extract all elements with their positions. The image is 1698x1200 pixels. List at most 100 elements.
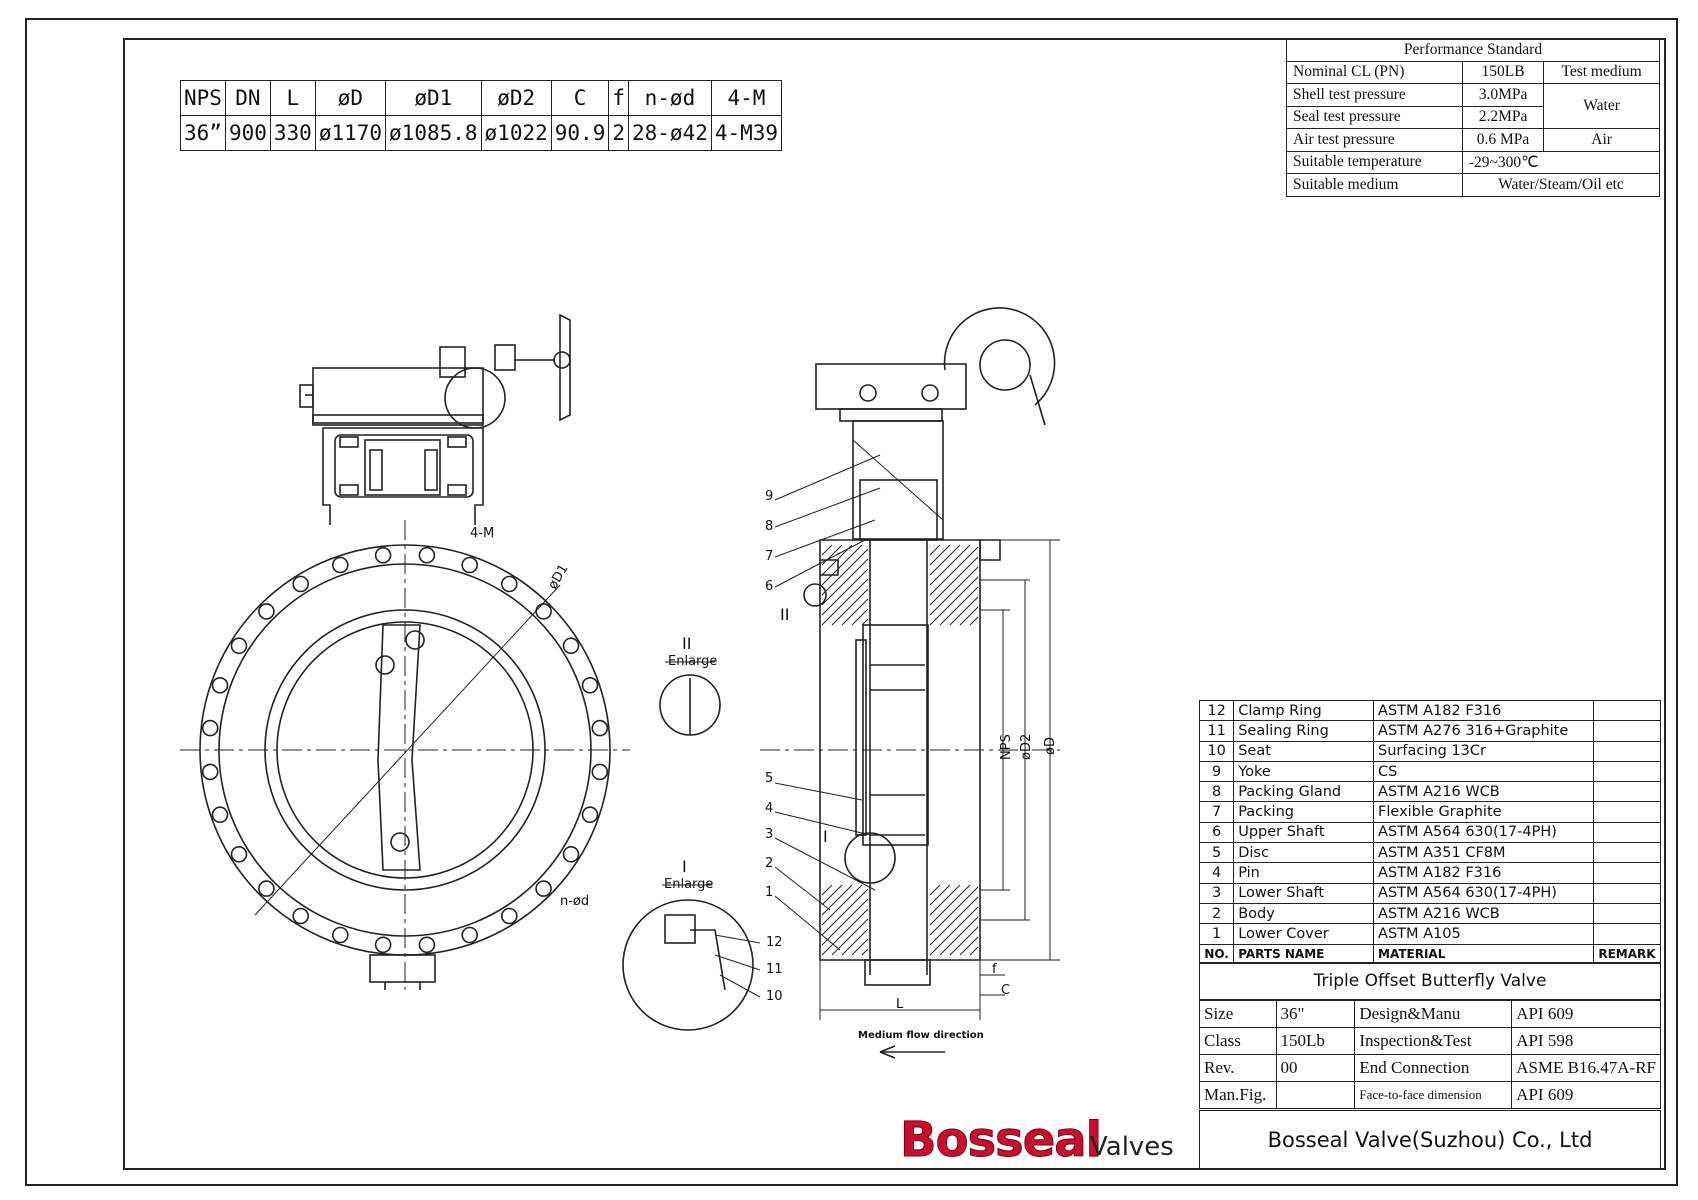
bolt-hole	[331, 926, 349, 944]
info-value: API 609	[1511, 1000, 1661, 1028]
parts-name: Clamp Ring	[1233, 699, 1375, 722]
bolt-hole	[230, 637, 248, 655]
mark-ii: II	[780, 605, 789, 624]
bolt-hole	[535, 880, 552, 897]
info-value: 36"	[1275, 1000, 1356, 1028]
bolt-hole	[562, 637, 580, 655]
bolt-hole	[591, 719, 609, 737]
performance-row: Suitable temperature -29~300℃	[1286, 150, 1661, 174]
performance-label: Suitable temperature	[1286, 150, 1463, 174]
bolt-hole	[211, 676, 229, 694]
dim-value-cell: ø1085.8	[385, 115, 482, 151]
info-label: Inspection&Test	[1354, 1027, 1513, 1055]
performance-table: Performance Standard Nominal CL (PN) 150…	[1286, 38, 1661, 197]
info-label: Rev.	[1199, 1054, 1277, 1082]
callout-1: 1	[765, 885, 773, 900]
callout-8: 8	[765, 519, 773, 534]
enlarge-detail-ii	[659, 661, 721, 736]
dim-header-cell: NPS	[180, 80, 226, 116]
label-nd: n-ød	[560, 894, 589, 909]
parts-header-row: NO. PARTS NAME MATERIAL REMARK	[1198, 943, 1661, 964]
performance-value: 2.2MPa	[1461, 105, 1545, 129]
callout-2: 2	[765, 856, 773, 871]
parts-name: Sealing Ring	[1233, 720, 1375, 742]
performance-label: Seal test pressure	[1286, 105, 1463, 129]
bolt-hole	[201, 719, 219, 737]
parts-material: ASTM A216 WCB	[1373, 781, 1595, 803]
bolt-hole	[374, 936, 392, 954]
info-label: Face-to-face dimension	[1354, 1081, 1513, 1109]
callout-4: 4	[765, 801, 773, 816]
dim-header-cell: n-ød	[628, 80, 712, 116]
info-value-empty	[1275, 1081, 1356, 1109]
performance-value: -29~300℃	[1461, 150, 1661, 174]
bolt-hole	[535, 603, 552, 620]
bolt-hole	[292, 575, 310, 593]
parts-material: Surfacing 13Cr	[1373, 740, 1595, 762]
performance-label: Nominal CL (PN)	[1286, 60, 1463, 84]
dim-header-cell: DN	[224, 80, 271, 116]
front-view	[180, 313, 630, 990]
enlarge-ii-label: Enlarge	[668, 654, 717, 669]
info-label: Size	[1199, 1000, 1277, 1028]
flow-direction-label: Medium flow direction	[858, 1030, 984, 1041]
parts-remark	[1593, 923, 1661, 945]
bolt-holes	[201, 546, 609, 954]
parts-no: 6	[1198, 821, 1235, 844]
callout-3: 3	[765, 827, 773, 842]
bolt-hole	[331, 556, 349, 574]
side-section-view	[760, 307, 1060, 1059]
dim-value-cell: 4-M39	[710, 115, 783, 151]
callout-12: 12	[766, 935, 783, 950]
performance-row: Shell test pressure 3.0MPa Water	[1286, 83, 1660, 129]
dim-l: L	[896, 997, 904, 1012]
dim-value-cell: ø1022	[480, 115, 552, 151]
bolt-hole	[201, 763, 219, 781]
dim-value-cell: 90.9	[550, 115, 610, 151]
bolt-hole	[562, 845, 580, 863]
dim-value-cell: 900	[224, 115, 271, 151]
dim-d: øD	[1043, 737, 1058, 755]
info-label: Design&Manu	[1354, 1000, 1513, 1028]
parts-header-material: MATERIAL	[1373, 943, 1595, 964]
bolt-hole	[581, 676, 599, 694]
performance-row: Seal test pressure 2.2MPa	[1286, 105, 1660, 129]
parts-material: ASTM A564 630(17-4PH)	[1373, 821, 1595, 844]
info-label: Man.Fig.	[1199, 1081, 1277, 1109]
dim-value-cell: 36”	[180, 115, 226, 151]
callout-7: 7	[765, 549, 773, 564]
parts-name: Lower Shaft	[1233, 882, 1375, 904]
performance-value: 0.6 MPa	[1461, 128, 1545, 152]
parts-name: Lower Cover	[1233, 923, 1375, 945]
parts-name: Pin	[1233, 862, 1375, 884]
bolt-hole	[461, 926, 479, 944]
parts-material: ASTM A105	[1373, 923, 1595, 945]
label-4m: 4-M	[470, 526, 494, 541]
mark-i: I	[823, 827, 828, 846]
dim-header-cell: øD1	[385, 80, 482, 116]
bolt-hole	[500, 575, 518, 593]
performance-row: Air test pressure 0.6 MPa Air	[1286, 128, 1660, 152]
parts-material: ASTM A351 CF8M	[1373, 842, 1595, 864]
performance-extra: Air	[1543, 128, 1660, 152]
parts-no: 12	[1198, 699, 1235, 722]
parts-no: 7	[1198, 801, 1235, 823]
bolt-hole	[258, 880, 275, 897]
parts-no: 1	[1198, 923, 1235, 945]
performance-label: Air test pressure	[1286, 128, 1463, 152]
parts-name: Packing Gland	[1233, 781, 1375, 803]
callout-11: 11	[766, 962, 783, 977]
callout-6: 6	[765, 579, 773, 594]
callout-9: 9	[765, 489, 773, 504]
logo-sub-text: Valves	[1090, 1132, 1174, 1162]
